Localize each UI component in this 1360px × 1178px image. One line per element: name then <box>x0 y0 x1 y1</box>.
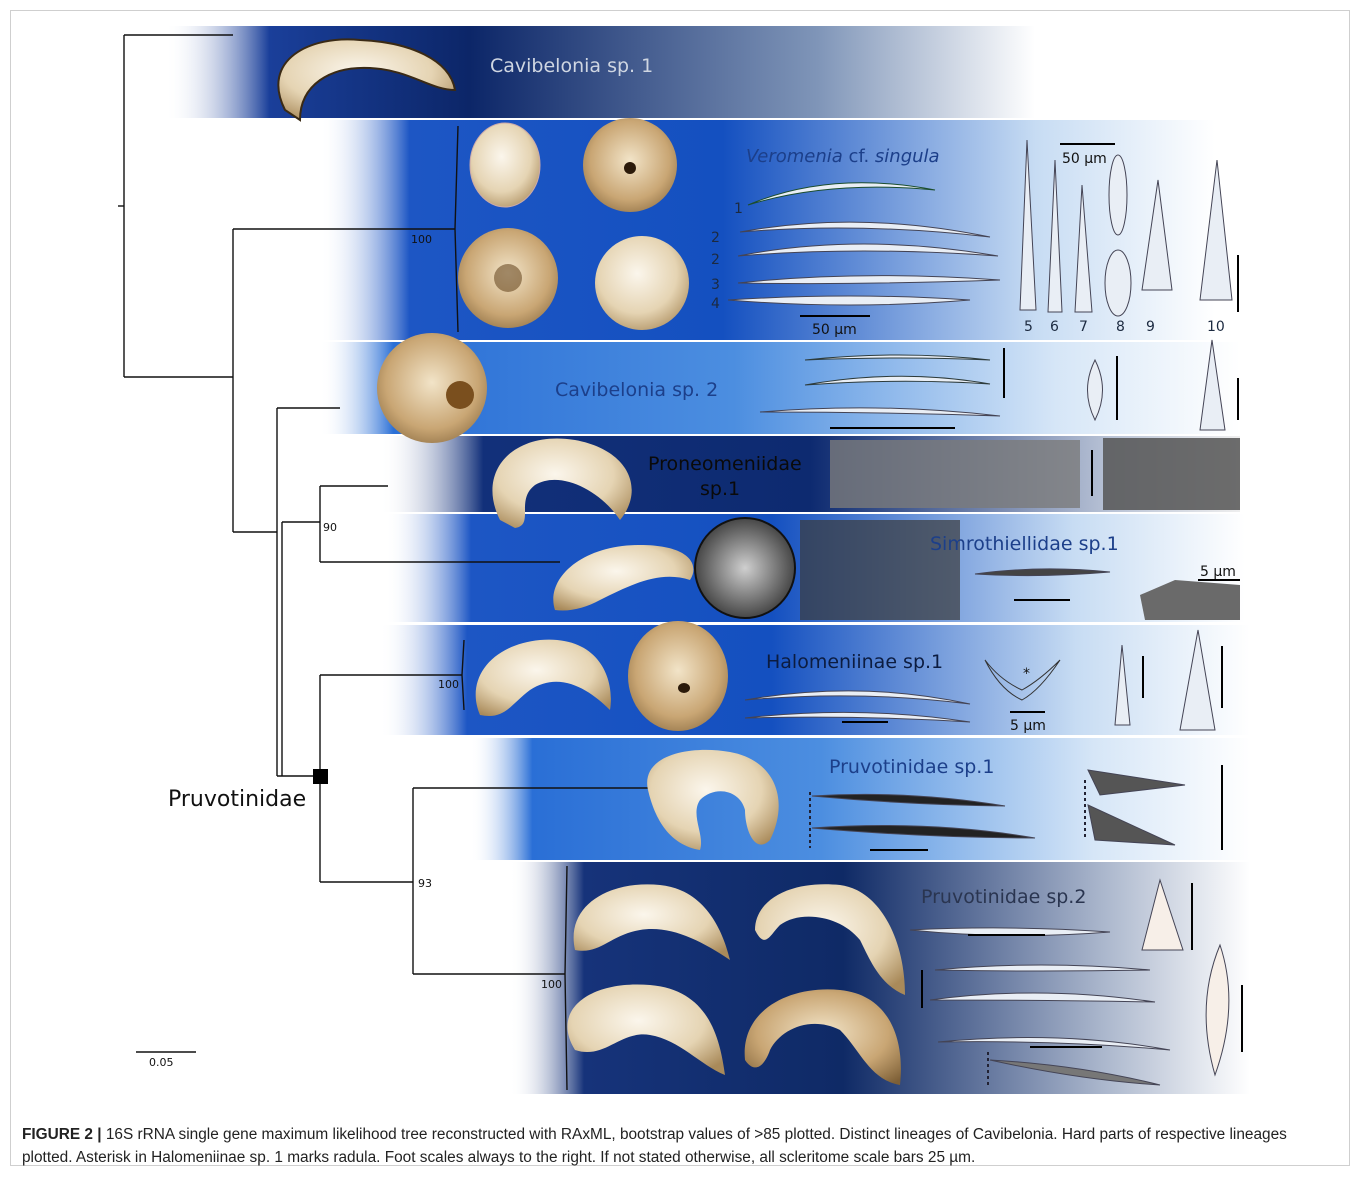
sclerite-number: 10 <box>1207 319 1225 335</box>
taxon-label-veromenia: Veromenia cf. singula <box>746 146 940 167</box>
scale-label: 5 µm <box>1200 564 1236 580</box>
taxon-label-proneomeniidae: Proneomeniidae <box>648 453 802 475</box>
specimen-halomeniinae-mouth <box>678 683 690 693</box>
sclerite-number: 6 <box>1050 319 1059 335</box>
specimen-cavibelonia-sp2-mouth <box>446 381 474 409</box>
specimen-veromenia <box>595 236 689 330</box>
sclerite-number: 7 <box>1079 319 1088 335</box>
specimen-veromenia-mouth <box>494 264 522 292</box>
sem-image <box>830 440 1080 508</box>
specimen-veromenia <box>470 123 540 207</box>
taxon-label-part: singula <box>875 146 940 167</box>
bootstrap-value: 100 <box>541 978 562 991</box>
bootstrap-value: 100 <box>411 233 432 246</box>
taxon-label-pruvotinidae-sp1: Pruvotinidae sp.1 <box>829 756 994 778</box>
bootstrap-value: 93 <box>418 877 432 890</box>
sclerite <box>1109 155 1127 235</box>
clade-label-pruvotinidae: Pruvotinidae <box>168 787 306 812</box>
taxon-label-cavibelonia-sp2: Cavibelonia sp. 2 <box>555 379 718 401</box>
caption-label: FIGURE 2 | <box>22 1126 102 1143</box>
taxon-label-halomeniinae: Halomeniinae sp.1 <box>766 651 943 673</box>
sclerite-number: 1 <box>734 201 743 217</box>
sclerite-number: 3 <box>711 277 720 293</box>
sclerite-number: 9 <box>1146 319 1155 335</box>
taxon-label-simrothiellidae: Simrothiellidae sp.1 <box>930 533 1119 555</box>
sem-image <box>1103 438 1240 510</box>
figure-caption: FIGURE 2 | 16S rRNA single gene maximum … <box>22 1123 1338 1169</box>
taxon-label-proneomeniidae-sp: sp.1 <box>700 478 740 500</box>
specimen-halomeniinae <box>628 621 728 731</box>
tree-scale-label: 0.05 <box>149 1056 174 1069</box>
phylogeny-figure: Pruvotinidae 100 90 100 93 100 0.05 <box>0 0 1360 1110</box>
bootstrap-value: 100 <box>438 678 459 691</box>
taxon-label-pruvotinidae-sp2: Pruvotinidae sp.2 <box>921 886 1086 908</box>
scale-label: 50 µm <box>1062 151 1107 167</box>
specimen-veromenia-mouth <box>624 162 636 174</box>
scale-label: 5 µm <box>1010 718 1046 734</box>
caption-text: 16S rRNA single gene maximum likelihood … <box>22 1126 1287 1166</box>
sclerite-number: 5 <box>1024 319 1033 335</box>
taxon-label-part: cf. <box>849 146 870 167</box>
sclerite-number: 4 <box>711 296 720 312</box>
sem-inset-circle <box>695 518 795 618</box>
sclerite-number: 2 <box>711 230 720 246</box>
taxon-label-cavibelonia-sp1: Cavibelonia sp. 1 <box>490 55 653 77</box>
sclerite <box>1105 250 1131 316</box>
scale-label: 50 µm <box>812 322 857 338</box>
clade-node-marker <box>313 769 328 784</box>
sclerite-number: 2 <box>711 252 720 268</box>
taxon-label-part: Veromenia <box>746 146 843 167</box>
bootstrap-value: 90 <box>323 521 337 534</box>
sclerite-number: 8 <box>1116 319 1125 335</box>
radula-asterisk: * <box>1023 666 1030 682</box>
